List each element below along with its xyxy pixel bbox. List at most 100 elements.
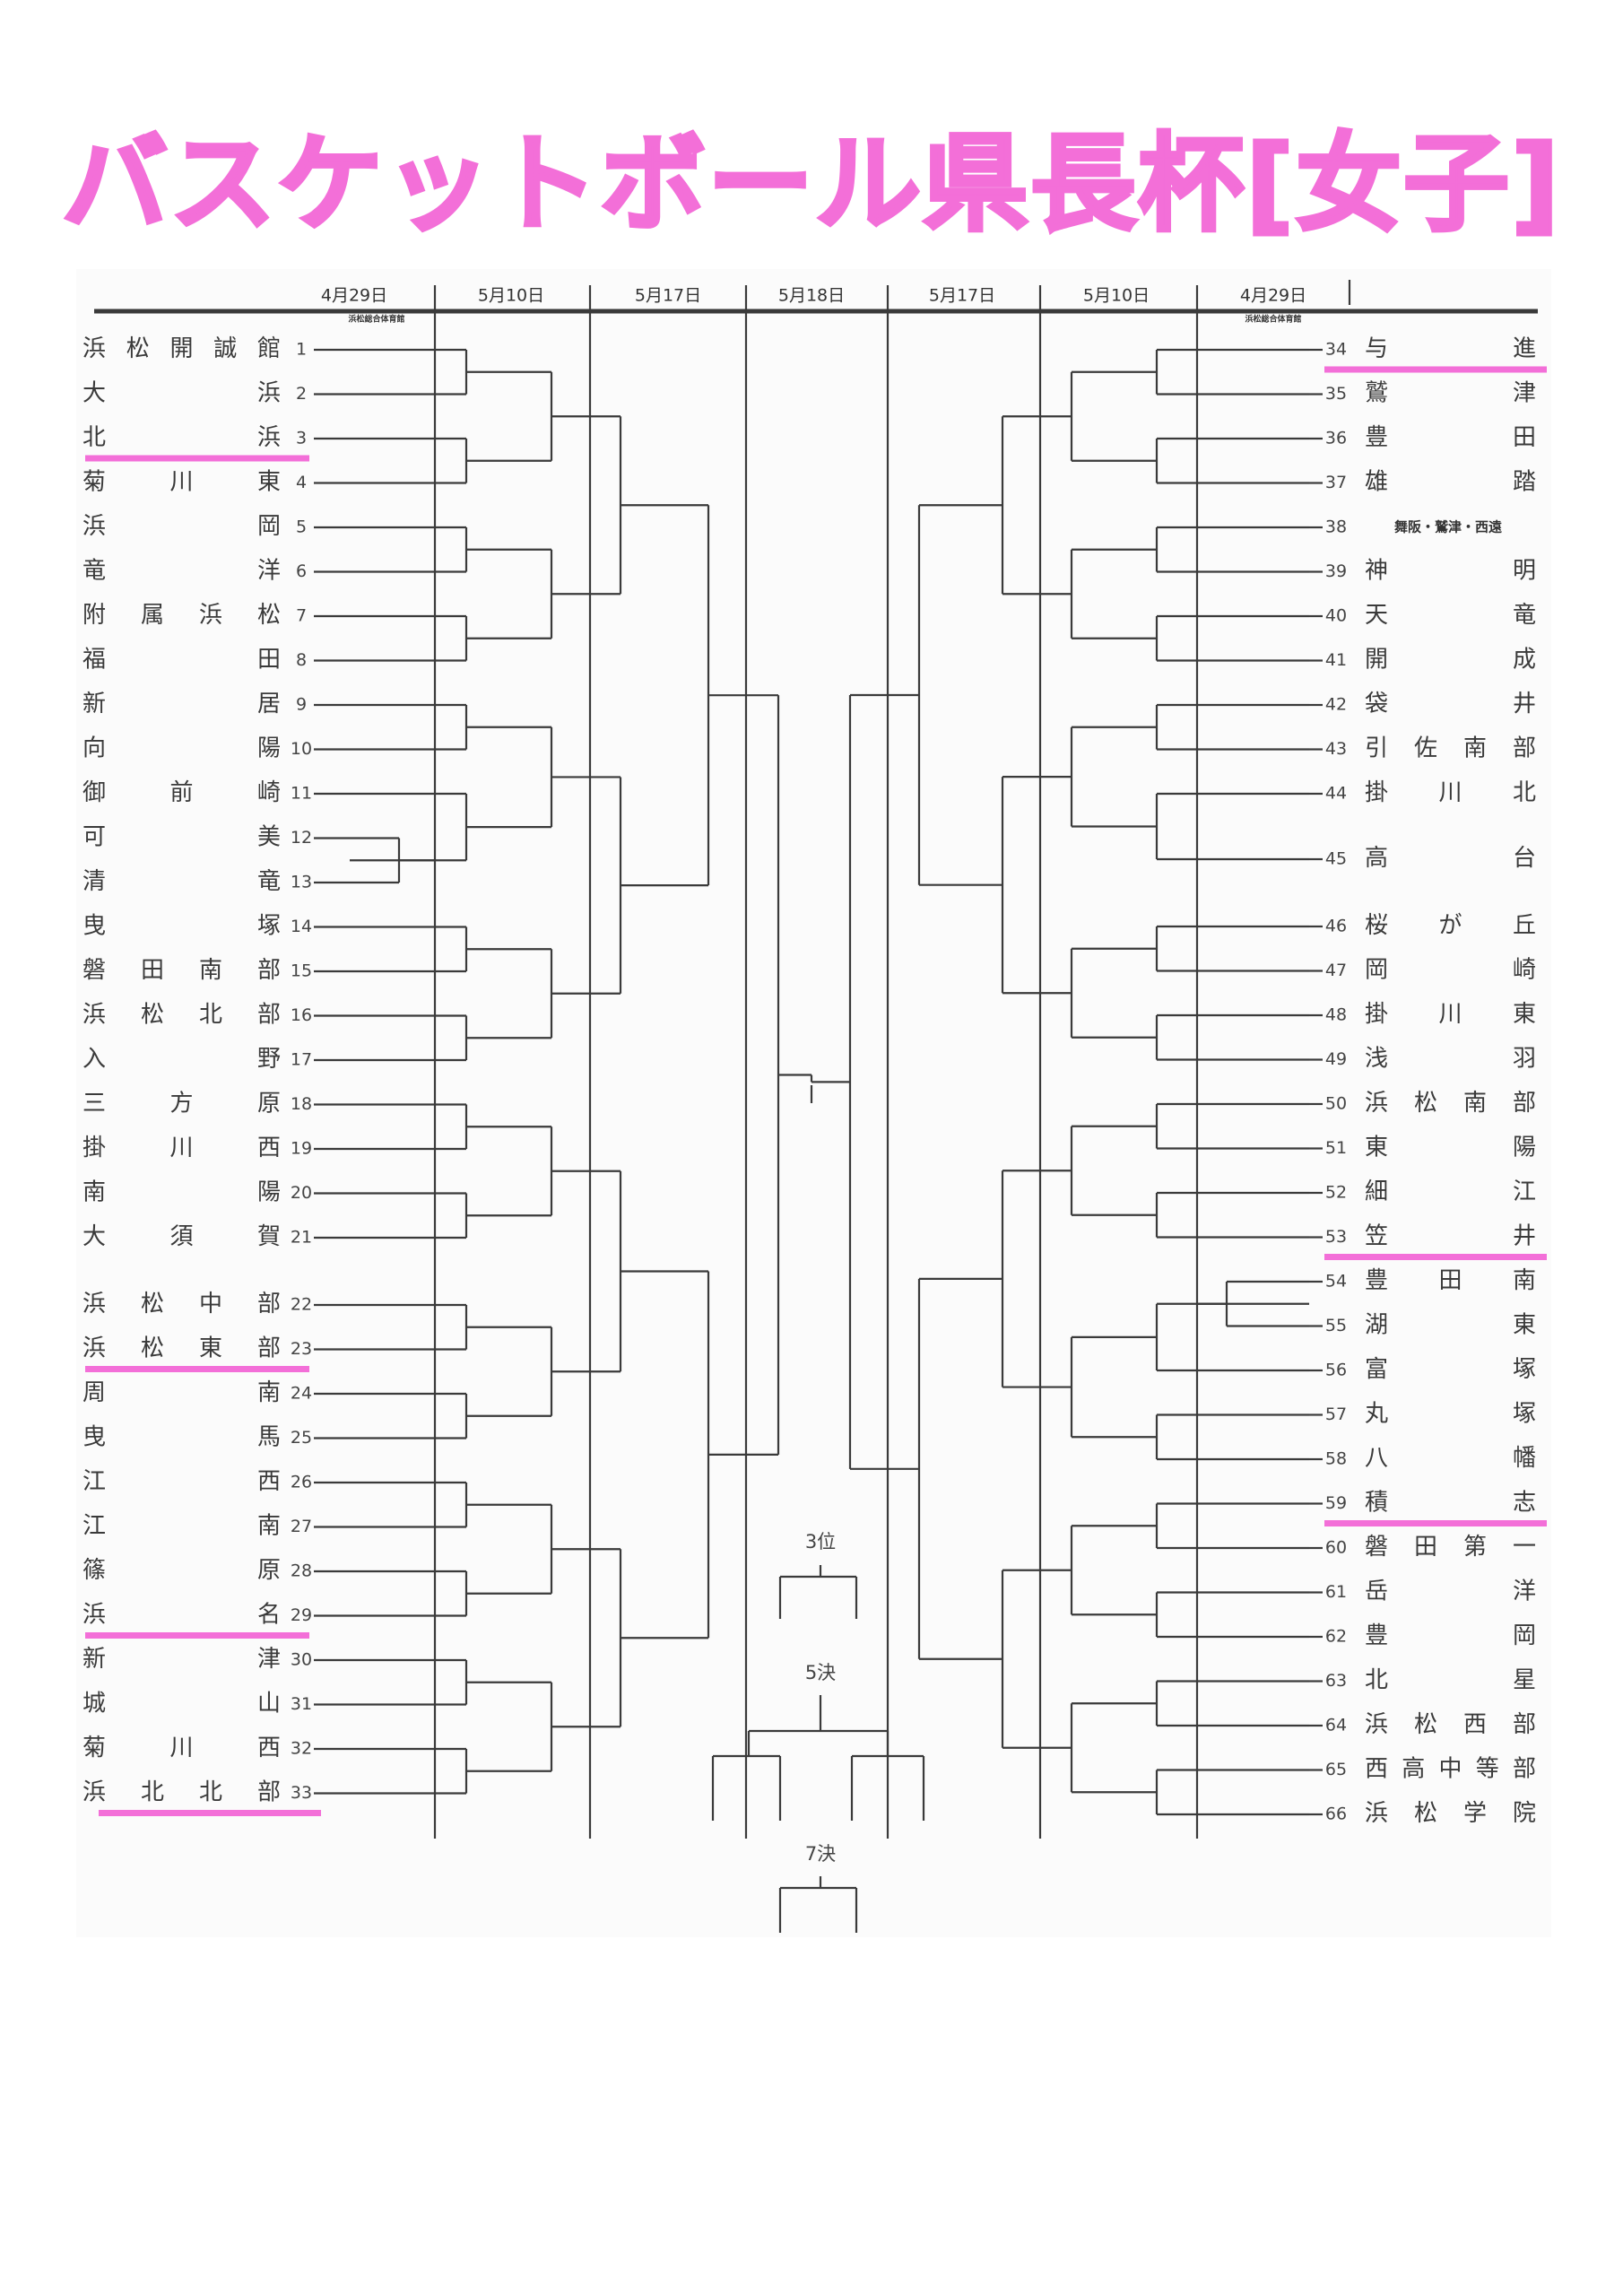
- right-team-65-char: 部: [1513, 1756, 1536, 1783]
- left-team-21-char: 賀: [257, 1223, 281, 1250]
- left-team-8-char: 田: [257, 647, 281, 674]
- right-team-62-char: 岡: [1513, 1622, 1536, 1649]
- left-team-1-char: 浜: [82, 335, 106, 362]
- left-team-28-char: 原: [257, 1557, 281, 1584]
- right-seed-58: 58: [1325, 1449, 1347, 1469]
- right-team-43-char: 南: [1463, 735, 1487, 762]
- right-team-52-char: 細: [1365, 1178, 1388, 1205]
- left-team-31-char: 城: [82, 1691, 106, 1718]
- left-team-7-char: 浜: [199, 602, 222, 629]
- left-team-11-char: 崎: [257, 779, 281, 806]
- left-team-14-char: 曳: [82, 913, 106, 940]
- right-seed-47: 47: [1325, 961, 1347, 980]
- right-team-41-char: 成: [1513, 647, 1536, 674]
- right-team-49-char: 浅: [1365, 1046, 1388, 1073]
- right-team-58-char: 幡: [1513, 1445, 1536, 1472]
- right-team-46-char: 丘: [1513, 912, 1536, 939]
- right-seed-40: 40: [1325, 606, 1347, 626]
- seventh-place-label: 7決: [805, 1843, 836, 1865]
- right-team-65-char: 西: [1365, 1756, 1388, 1783]
- left-seed-24: 24: [291, 1384, 312, 1404]
- right-team-45-char: 高: [1365, 845, 1388, 872]
- left-team-15-char: 磐: [82, 957, 106, 984]
- left-team-6-char: 竜: [82, 558, 106, 585]
- right-seed-37: 37: [1325, 473, 1347, 492]
- right-seed-51: 51: [1325, 1138, 1347, 1158]
- right-team-60-char: 磐: [1365, 1534, 1388, 1561]
- left-team-19-char: 掛: [82, 1135, 106, 1161]
- left-team-11-char: 御: [82, 779, 106, 806]
- right-team-57-char: 丸: [1365, 1401, 1388, 1428]
- left-team-22-char: 松: [141, 1291, 164, 1318]
- right-team-59-char: 志: [1513, 1490, 1536, 1517]
- right-seed-53: 53: [1325, 1227, 1347, 1247]
- left-seed-32: 32: [291, 1739, 312, 1759]
- left-team-15-char: 部: [257, 957, 281, 984]
- right-seed-64: 64: [1325, 1716, 1347, 1735]
- left-seed-1: 1: [296, 340, 307, 360]
- left-team-5-char: 岡: [257, 513, 281, 540]
- right-seed-54: 54: [1325, 1272, 1347, 1292]
- right-team-65-char: 等: [1476, 1756, 1499, 1783]
- right-team-47-char: 崎: [1513, 957, 1536, 984]
- venue-note-left: 浜松総合体育館: [348, 314, 404, 325]
- right-team-56-char: 富: [1365, 1356, 1388, 1383]
- left-seed-15: 15: [291, 961, 312, 981]
- left-team-26-char: 江: [82, 1468, 106, 1495]
- right-team-49-char: 羽: [1513, 1046, 1536, 1073]
- left-team-12-char: 美: [257, 824, 281, 851]
- right-team-41-char: 開: [1365, 647, 1388, 674]
- right-team-54-char: 田: [1438, 1267, 1462, 1294]
- left-team-10-char: 向: [82, 735, 106, 762]
- left-team-33-char: 部: [257, 1779, 281, 1806]
- right-team-35-char: 鷲: [1365, 380, 1388, 407]
- right-seed-43: 43: [1325, 739, 1347, 759]
- left-team-10-char: 陽: [257, 735, 281, 762]
- right-team-38-name: 舞阪・鷲津・西遠: [1394, 519, 1502, 535]
- right-team-54-char: 南: [1513, 1267, 1536, 1294]
- right-team-43-char: 引: [1365, 735, 1388, 762]
- page-title: バスケットボール県長杯[女子]: [60, 122, 1561, 246]
- left-team-15-char: 南: [199, 957, 222, 984]
- right-team-43-char: 部: [1513, 735, 1536, 762]
- left-team-13-char: 竜: [257, 868, 281, 895]
- right-team-66-char: 浜: [1365, 1800, 1388, 1827]
- left-team-7-char: 属: [141, 602, 164, 629]
- right-seed-50: 50: [1325, 1094, 1347, 1114]
- left-team-22-char: 浜: [82, 1291, 106, 1318]
- right-seed-59: 59: [1325, 1493, 1347, 1513]
- left-team-8-char: 福: [82, 647, 106, 674]
- right-team-39-char: 神: [1365, 558, 1388, 585]
- right-team-57-char: 塚: [1513, 1401, 1536, 1428]
- left-seed-17: 17: [291, 1050, 312, 1070]
- left-team-23-char: 部: [257, 1335, 281, 1362]
- left-seed-10: 10: [291, 739, 312, 759]
- left-team-31-char: 山: [257, 1691, 281, 1718]
- left-team-26-char: 西: [257, 1468, 281, 1495]
- right-seed-42: 42: [1325, 695, 1347, 715]
- right-team-61-char: 洋: [1513, 1578, 1536, 1605]
- left-team-19-char: 西: [257, 1135, 281, 1161]
- right-team-64-char: 浜: [1365, 1711, 1388, 1738]
- right-team-66-char: 松: [1414, 1800, 1437, 1827]
- left-seed-21: 21: [291, 1228, 312, 1248]
- right-team-64-char: 松: [1414, 1711, 1437, 1738]
- left-seed-11: 11: [291, 784, 312, 804]
- right-seed-55: 55: [1325, 1316, 1347, 1335]
- right-seed-46: 46: [1325, 917, 1347, 936]
- right-team-46-char: が: [1438, 912, 1462, 939]
- round-date-2: 5月10日: [478, 286, 544, 306]
- left-team-22-char: 部: [257, 1291, 281, 1318]
- left-team-32-char: 菊: [82, 1735, 106, 1761]
- left-team-25-char: 曳: [82, 1424, 106, 1451]
- right-seed-62: 62: [1325, 1627, 1347, 1647]
- right-team-53-char: 井: [1513, 1223, 1536, 1250]
- left-team-3-char: 浜: [257, 424, 281, 451]
- right-team-53-char: 笠: [1365, 1223, 1388, 1250]
- left-seed-27: 27: [291, 1517, 312, 1536]
- left-team-33-char: 浜: [82, 1779, 106, 1806]
- left-team-4-char: 菊: [82, 469, 106, 496]
- left-team-29-char: 名: [257, 1602, 281, 1629]
- right-team-42-char: 井: [1513, 691, 1536, 718]
- right-seed-34: 34: [1325, 340, 1347, 360]
